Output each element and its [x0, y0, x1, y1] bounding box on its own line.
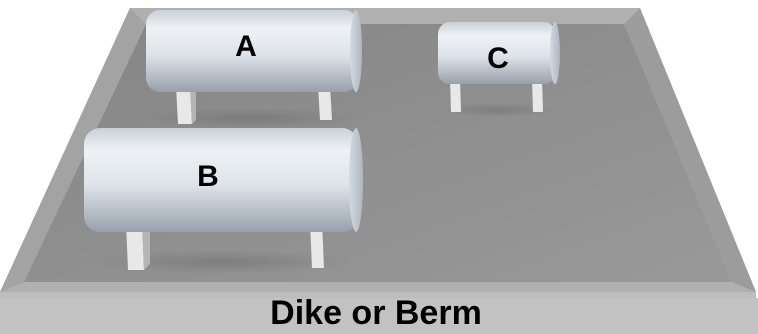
tank-c-shadow [442, 103, 554, 117]
tank-a-support-left-side [190, 86, 196, 124]
tank-c: C [438, 22, 560, 117]
tank-b-support-right [310, 222, 324, 268]
tank-b-support-left [126, 222, 144, 270]
tank-a: A [140, 10, 362, 128]
tank-c-label: C [487, 42, 509, 75]
tank-a-support-right [318, 86, 332, 120]
berm-inner-wall-left [0, 8, 146, 292]
tank-a-label: A [235, 30, 257, 63]
tank-b-shadow [92, 250, 352, 274]
tank-a-body [146, 10, 358, 92]
berm-front-face [0, 292, 756, 298]
tank-a-support-left [176, 86, 192, 124]
tank-b-support-left-side [142, 222, 150, 270]
berm-inner-wall-right [624, 8, 756, 292]
tank-b-label: B [197, 160, 219, 193]
berm-front-wall [0, 298, 758, 334]
tank-a-end-cap [350, 10, 362, 92]
berm-label: Dike or Berm [270, 294, 482, 332]
tank-b-body [84, 128, 358, 232]
tank-b-end-cap [349, 128, 363, 232]
tank-c-support-right [532, 78, 543, 112]
tank-c-body [438, 22, 556, 84]
tank-c-end-cap [550, 22, 560, 84]
tank-b: B [84, 128, 363, 274]
tank-c-support-left [450, 78, 461, 112]
